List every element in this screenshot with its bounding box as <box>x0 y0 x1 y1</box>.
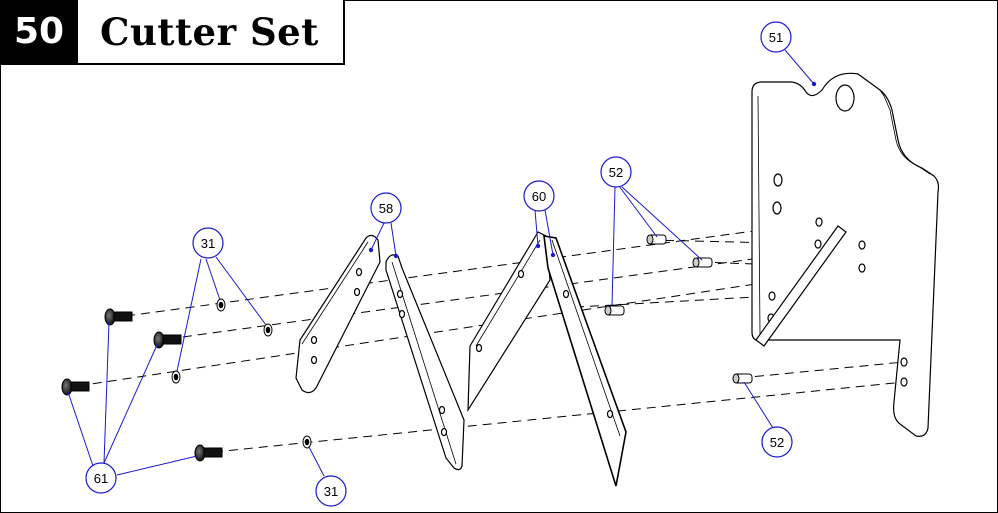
svg-text:52: 52 <box>609 165 623 180</box>
section-title-block: 50 Cutter Set <box>0 0 345 65</box>
svg-text:51: 51 <box>769 30 783 45</box>
diagonal-support-bracket <box>755 225 847 347</box>
section-title: Cutter Set <box>100 9 319 54</box>
pin-spacers-part-52 <box>604 234 753 384</box>
callout-51: 51 <box>760 21 792 53</box>
blade-bracket-part-58 <box>295 234 465 471</box>
screws-part-61 <box>61 308 223 462</box>
callout-31-top: 31 <box>192 227 224 259</box>
leader-endpoints <box>368 81 817 259</box>
pin-spacer <box>604 305 625 316</box>
callout-52-top: 52 <box>600 156 632 188</box>
callout-31-bottom: 31 <box>315 475 347 507</box>
nut <box>263 323 273 337</box>
nut <box>171 370 181 384</box>
screw <box>104 308 133 326</box>
svg-text:31: 31 <box>201 236 215 251</box>
callout-61: 61 <box>85 462 117 494</box>
section-number: 50 <box>0 0 78 63</box>
callout-52-bottom: 52 <box>761 426 793 458</box>
pin-spacer <box>692 257 713 268</box>
callout-balloons: 51 52 52 58 60 31 31 61 <box>85 21 793 507</box>
nuts-part-31 <box>171 298 312 449</box>
callout-leader-lines <box>67 49 815 477</box>
cutter-blade-part-60 <box>467 231 627 487</box>
nut <box>302 435 312 449</box>
screw <box>61 378 90 396</box>
pin-spacer <box>732 373 753 384</box>
svg-text:58: 58 <box>379 201 393 216</box>
callout-58: 58 <box>370 192 402 224</box>
svg-text:31: 31 <box>324 484 338 499</box>
svg-text:52: 52 <box>770 435 784 450</box>
screw <box>153 331 182 349</box>
callout-60: 60 <box>523 180 555 212</box>
side-plate-part-51 <box>751 72 940 437</box>
nut <box>216 298 226 312</box>
svg-text:60: 60 <box>532 189 546 204</box>
pin-spacer <box>646 234 667 245</box>
screw <box>194 444 223 462</box>
svg-text:61: 61 <box>94 471 108 486</box>
